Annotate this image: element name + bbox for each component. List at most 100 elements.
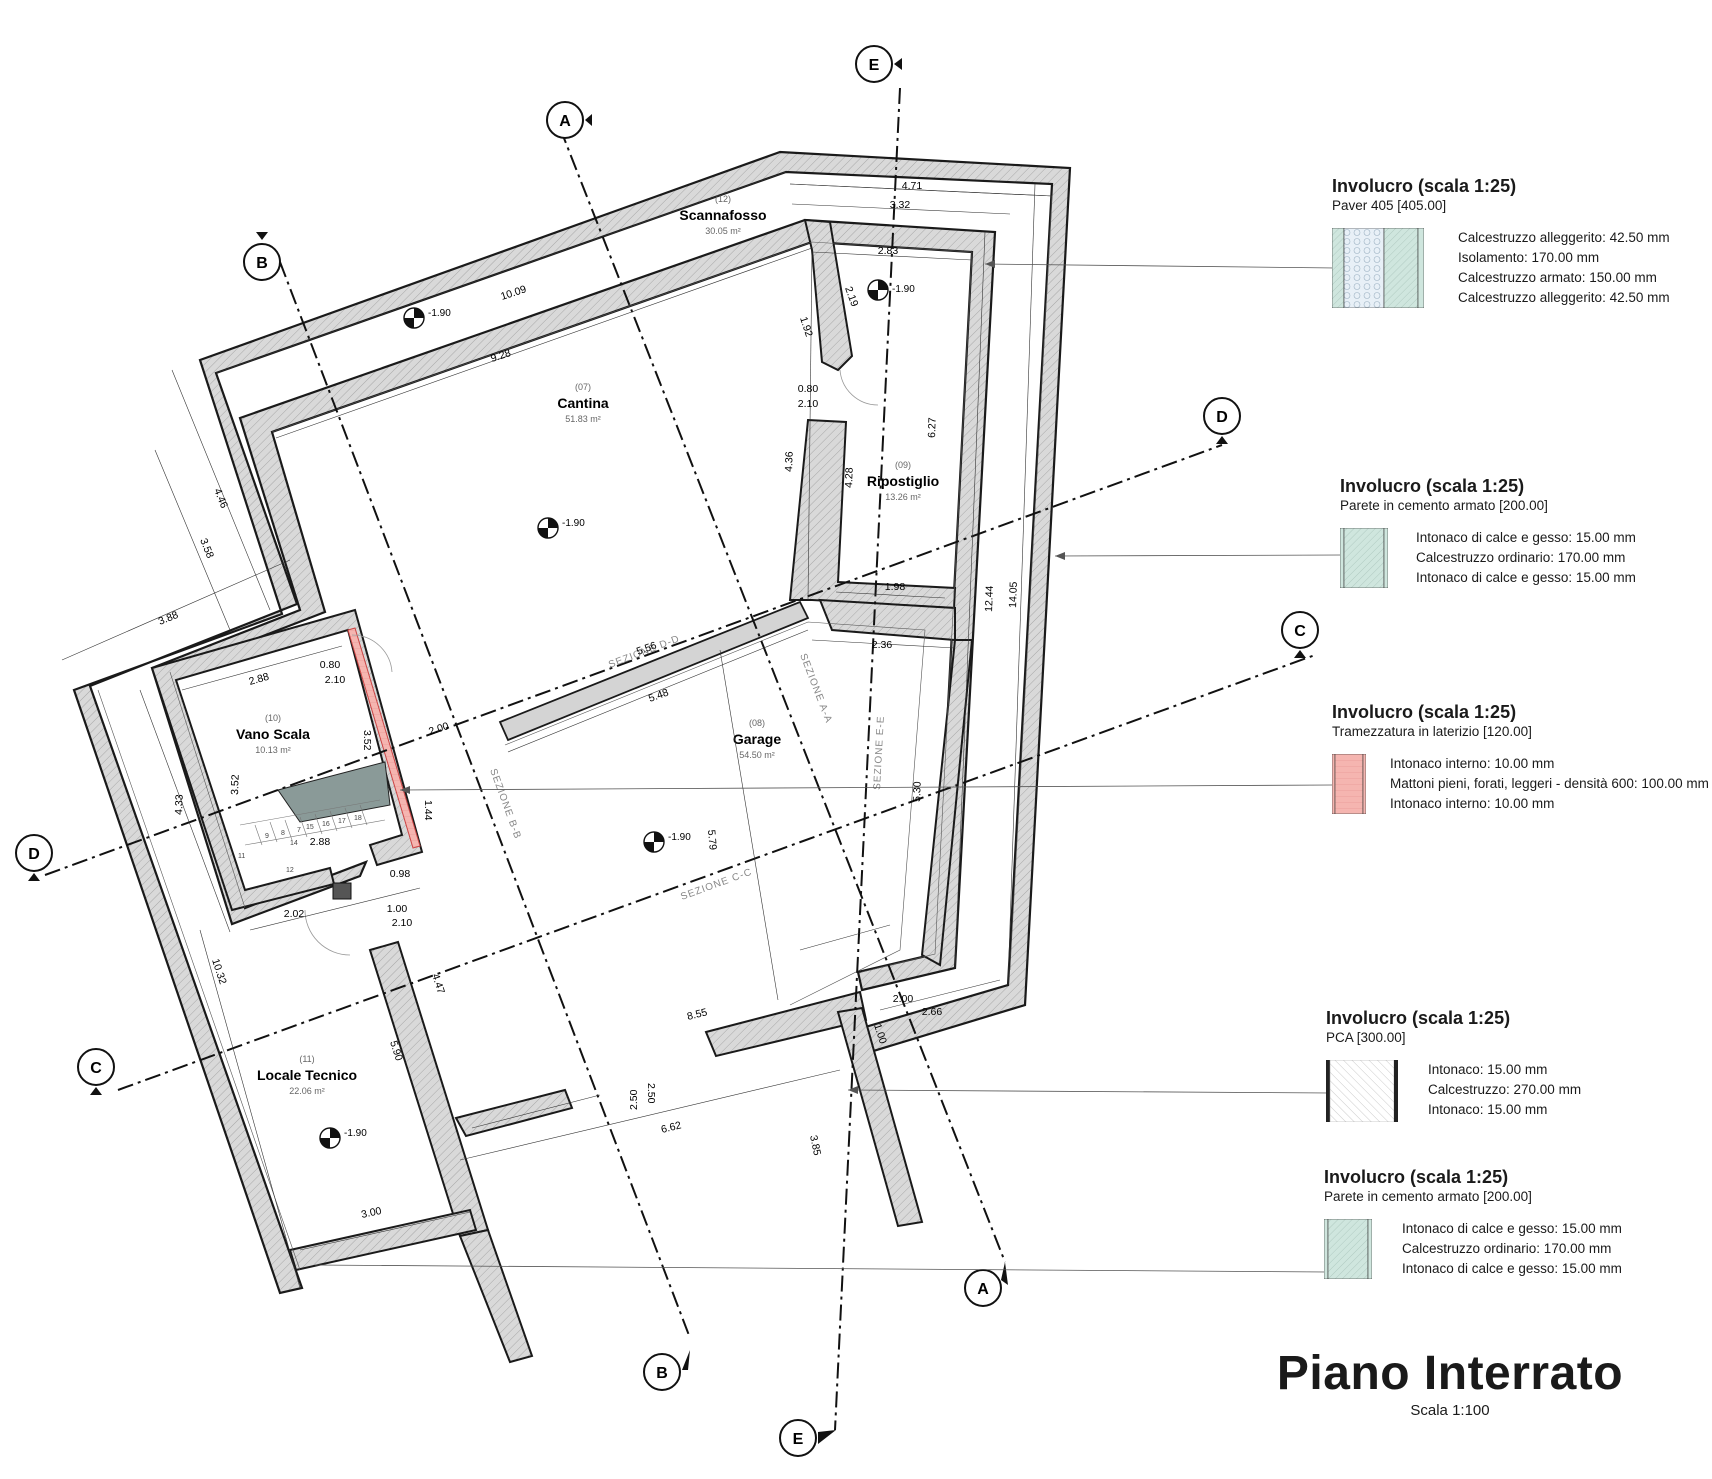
- dim-label: 10.32: [209, 957, 229, 986]
- stair-step-label: 15: [306, 824, 314, 831]
- legend-title: Involucro (scala 1:25): [1332, 702, 1517, 722]
- legend-layer: Isolamento: 170.00 mm: [1458, 250, 1600, 265]
- stair-step-label: 18: [354, 815, 362, 822]
- level-marker-icon: -1.90: [643, 831, 691, 853]
- legend-pca: Involucro (scala 1:25) PCA [300.00] Into…: [1326, 1008, 1696, 1128]
- garage-walls: [288, 600, 974, 1364]
- section-label: SEZIONE B-B: [487, 767, 523, 841]
- dim-label: 4.33: [173, 794, 186, 815]
- stair-step-label: 14: [290, 840, 298, 847]
- svg-text:10.13 m²: 10.13 m²: [255, 745, 291, 755]
- wall-section-swatch: [1332, 754, 1366, 814]
- dim-label: 5.30: [911, 781, 924, 802]
- dimension-lines: [61, 171, 1053, 1289]
- legend-concrete-wall-2: Involucro (scala 1:25) Parete in cemento…: [1324, 1167, 1694, 1287]
- legend-title: Involucro (scala 1:25): [1324, 1167, 1509, 1187]
- section-e-bottom-marker: E: [779, 1419, 836, 1457]
- dim-label: 4.36: [783, 451, 796, 472]
- svg-text:(08): (08): [749, 718, 765, 728]
- svg-text:13.26 m²: 13.26 m²: [885, 492, 921, 502]
- drawing-scale: Scala 1:100: [1410, 1402, 1490, 1419]
- dim-label: 4.47: [429, 972, 447, 995]
- svg-text:(09): (09): [895, 460, 911, 470]
- svg-text:Cantina: Cantina: [557, 395, 609, 411]
- dim-label: 4.46: [211, 487, 230, 511]
- dim-label: 2.50: [645, 1083, 657, 1104]
- legend-layer: Intonaco interno: 10.00 mm: [1390, 756, 1555, 771]
- dim-label: 0.80: [798, 383, 819, 395]
- legend-title: Involucro (scala 1:25): [1340, 476, 1525, 496]
- legend-title: Involucro (scala 1:25): [1326, 1008, 1511, 1028]
- svg-text:C: C: [90, 1060, 102, 1077]
- svg-text:Scannafosso: Scannafosso: [679, 207, 766, 223]
- room-cantina: (07) Cantina 51.83 m²: [557, 382, 609, 424]
- section-label: SEZIONE A-A: [797, 652, 834, 725]
- dim-label: 3.85: [807, 1134, 823, 1157]
- stair-step-label: 17: [338, 818, 346, 825]
- dim-label: 2.00: [427, 720, 450, 738]
- level-markers: -1.90 -1.90 -1.90 -1.90 -1.90: [319, 279, 915, 1149]
- svg-text:(11): (11): [299, 1054, 314, 1064]
- stair-step-label: 16: [322, 821, 330, 828]
- legend-layer: Intonaco di calce e gesso: 15.00 mm: [1402, 1261, 1622, 1276]
- dim-label: 14.05: [1007, 581, 1020, 608]
- section-lines: [44, 87, 1316, 1431]
- svg-text:(07): (07): [575, 382, 591, 392]
- legend-subtitle: Parete in cemento armato [200.00]: [1340, 498, 1548, 513]
- svg-text:D: D: [28, 846, 40, 863]
- svg-text:51.83 m²: 51.83 m²: [565, 414, 601, 424]
- dim-label: 1.98: [885, 581, 906, 593]
- wall-section-swatch: [1326, 1060, 1398, 1122]
- dim-label: 6.27: [926, 417, 939, 438]
- svg-text:A: A: [559, 113, 571, 130]
- svg-text:A: A: [977, 1281, 989, 1298]
- legend-leaders: [314, 263, 1343, 1273]
- section-bubbles: A A B B C C D: [15, 45, 1319, 1457]
- svg-text:54.50 m²: 54.50 m²: [739, 750, 775, 760]
- legend-layer: Calcestruzzo ordinario: 170.00 mm: [1416, 550, 1626, 565]
- room-scannafosso: (12) Scannafosso 30.05 m²: [679, 194, 766, 236]
- leader-arrows: [400, 260, 1065, 1094]
- legend-layer: Calcestruzzo alleggerito: 42.50 mm: [1458, 290, 1670, 305]
- wall-section-swatch: [1340, 528, 1388, 588]
- dim-label: 0.98: [390, 868, 411, 880]
- wall-section-swatch: [1324, 1219, 1372, 1279]
- section-a-top-marker: A: [546, 101, 592, 139]
- dim-label: 4.28: [843, 467, 856, 488]
- stair-step-label: 7: [297, 827, 301, 834]
- svg-text:Garage: Garage: [733, 731, 781, 747]
- dim-label: 2.00: [893, 993, 914, 1005]
- door-swings: [304, 369, 879, 956]
- wall-section-swatch: [1332, 228, 1424, 308]
- level-marker-icon: -1.90: [537, 517, 585, 539]
- svg-text:-1.90: -1.90: [892, 284, 915, 295]
- dim-label: 2.50: [628, 1089, 640, 1110]
- stair-step-label: 8: [281, 830, 285, 837]
- section-d-right-marker: D: [1203, 397, 1241, 444]
- svg-text:B: B: [256, 255, 268, 272]
- dim-label: 2.10: [325, 674, 346, 686]
- dim-label: 2.02: [284, 908, 305, 920]
- dim-label: 3.88: [157, 609, 181, 628]
- legend-layer: Intonaco: 15.00 mm: [1428, 1102, 1548, 1117]
- dim-label: 3.32: [890, 199, 911, 211]
- svg-text:Ripostiglio: Ripostiglio: [867, 473, 939, 489]
- dim-label: 3.00: [360, 1205, 383, 1221]
- svg-text:-1.90: -1.90: [668, 832, 691, 843]
- dim-label: 3.58: [197, 537, 216, 561]
- dim-label: 3.52: [229, 774, 242, 795]
- dim-label: 2.88: [248, 671, 271, 688]
- section-d-left-marker: D: [15, 834, 53, 881]
- room-locale-tecnico: (11) Locale Tecnico 22.06 m²: [257, 1054, 357, 1096]
- legend-layer: Calcestruzzo ordinario: 170.00 mm: [1402, 1241, 1612, 1256]
- svg-text:D: D: [1216, 409, 1228, 426]
- svg-text:E: E: [793, 1431, 804, 1448]
- dim-label: 2.83: [878, 245, 899, 257]
- level-marker-icon: -1.90: [403, 307, 451, 329]
- room-labels: (12) Scannafosso 30.05 m² (07) Cantina 5…: [236, 194, 939, 1096]
- svg-text:Vano Scala: Vano Scala: [236, 726, 310, 742]
- dim-label: 2.10: [798, 398, 819, 410]
- stair-step-label: 9: [265, 833, 269, 840]
- legend-layer: Calcestruzzo: 270.00 mm: [1428, 1082, 1582, 1097]
